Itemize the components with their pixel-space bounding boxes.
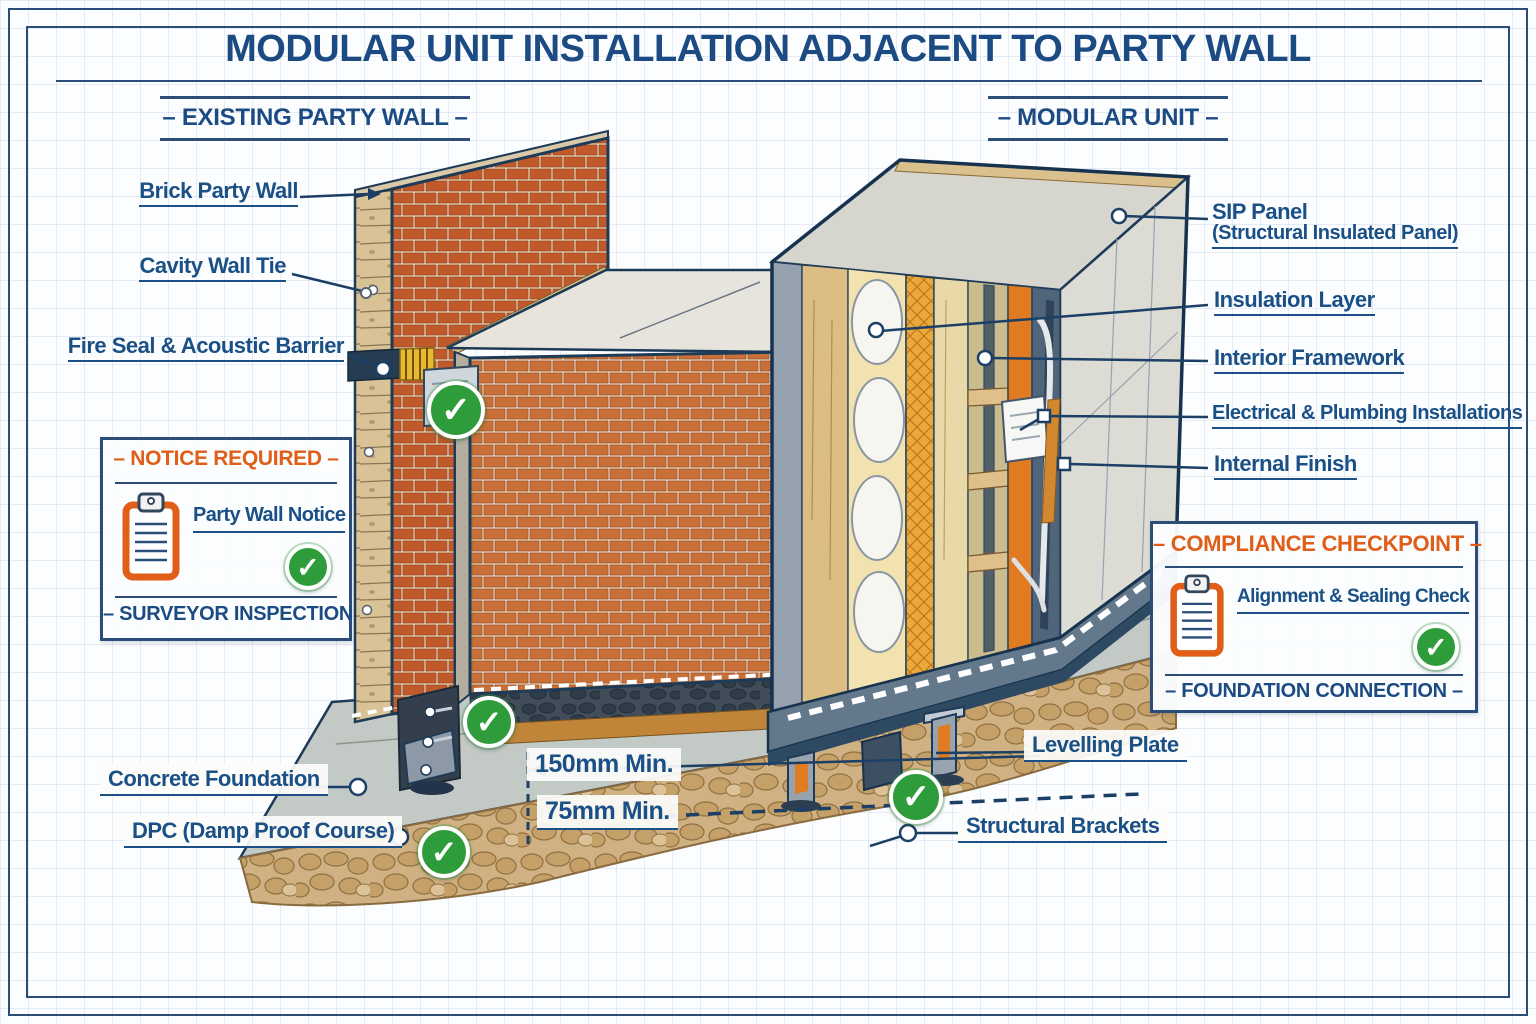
clipboard-icon	[122, 492, 180, 581]
check-icon: ✓	[1413, 624, 1459, 670]
foundation-bracket	[396, 684, 462, 795]
check-icon: ✓	[427, 381, 485, 439]
wall-tie	[367, 284, 379, 296]
wall-tie	[363, 446, 375, 458]
timber-frame	[801, 264, 849, 705]
gravel-bed	[238, 650, 1177, 907]
divider	[115, 596, 337, 598]
cavity-strip	[353, 187, 394, 724]
label-brick-party-wall: Brick Party Wall	[139, 179, 298, 208]
leader-structural-brackets	[869, 831, 958, 848]
check-icon: ✓	[285, 544, 331, 590]
label-structural-brackets: Structural Brackets	[958, 811, 1168, 844]
label-interior-framework: Interior Framework	[1214, 346, 1405, 375]
wall-tie	[361, 604, 373, 616]
label-fire-seal: Fire Seal & Acoustic Barrier	[67, 334, 345, 363]
dpc-line	[351, 692, 463, 718]
leader-insulation	[879, 303, 1209, 333]
leader-levelling-plate	[935, 750, 1029, 755]
orange-stud	[1007, 284, 1033, 652]
concrete-slab	[446, 266, 790, 355]
label-concrete-foundation: Concrete Foundation	[100, 764, 328, 797]
membrane-layer	[905, 274, 935, 678]
hardcore-layer	[469, 675, 789, 745]
label-electrical-plumbing: Electrical & Plumbing Installations	[1212, 403, 1523, 429]
levelling-plate	[923, 705, 965, 725]
modular-unit	[766, 158, 1192, 812]
label-dim-75: 75mm Min.	[537, 795, 678, 831]
unit-cross-section	[771, 261, 1061, 713]
leader-fire-seal	[347, 352, 381, 370]
leader-cavity-wall-tie	[291, 272, 363, 293]
clipboard-icon	[1170, 574, 1224, 657]
compliance-checkpoint-box: – COMPLIANCE CHECKPOINT – Alignment & Se…	[1150, 521, 1482, 713]
insulation-layer	[847, 268, 907, 693]
section-header-existing-party-wall: – EXISTING PARTY WALL –	[160, 96, 470, 141]
timber-stud	[933, 277, 969, 671]
leader-internal-finish	[1069, 462, 1209, 470]
leader-electrical	[1019, 414, 1209, 432]
electrical-plumbing	[1000, 300, 1061, 630]
divider	[1165, 674, 1463, 676]
section-header-modular-unit: – MODULAR UNIT –	[988, 96, 1228, 141]
steel-corner-post	[771, 261, 803, 713]
label-sip-panel: SIP Panel (Structural Insulated Panel)	[1212, 199, 1459, 250]
label-dpc: DPC (Damp Proof Course)	[124, 816, 403, 849]
label-internal-finish: Internal Finish	[1214, 452, 1357, 481]
brick-party-wall	[351, 129, 610, 724]
service-cavity	[1031, 286, 1061, 646]
notice-required-box: – NOTICE REQUIRED – Party Wall Notice ✓ …	[100, 437, 354, 641]
brick-block	[454, 350, 790, 709]
label-sip-panel-main: SIP Panel	[1212, 199, 1308, 224]
unit-roof	[768, 158, 1192, 292]
label-levelling-plate: Levelling Plate	[1024, 730, 1187, 763]
insulation-batts	[851, 279, 905, 653]
check-icon: ✓	[463, 696, 515, 748]
notice-box-header: – NOTICE REQUIRED –	[113, 447, 339, 470]
leader-brick-party-wall	[299, 192, 369, 199]
leader-sip-panel	[1123, 214, 1209, 221]
notice-box-item: Party Wall Notice	[193, 504, 346, 533]
check-icon: ✓	[418, 826, 470, 878]
divider	[115, 482, 337, 484]
divider	[1165, 566, 1463, 568]
label-insulation-layer: Insulation Layer	[1214, 288, 1375, 317]
page-title: MODULAR UNIT INSTALLATION ADJACENT TO PA…	[225, 28, 1311, 70]
check-icon: ✓	[889, 770, 943, 824]
interior-framework	[967, 280, 1009, 662]
leader-framework	[989, 356, 1209, 363]
label-cavity-wall-tie: Cavity Wall Tie	[139, 254, 286, 283]
compliance-box-footer: – FOUNDATION CONNECTION –	[1165, 680, 1463, 702]
compliance-box-header: – COMPLIANCE CHECKPOINT –	[1153, 531, 1482, 556]
compliance-box-item: Alignment & Sealing Check	[1237, 586, 1470, 614]
label-dim-150: 150mm Min.	[527, 748, 682, 782]
title-rule	[56, 80, 1482, 82]
label-sip-panel-sub: (Structural Insulated Panel)	[1212, 222, 1459, 245]
notice-box-footer: – SURVEYOR INSPECTION	[103, 603, 354, 625]
dpc-line	[473, 672, 787, 692]
